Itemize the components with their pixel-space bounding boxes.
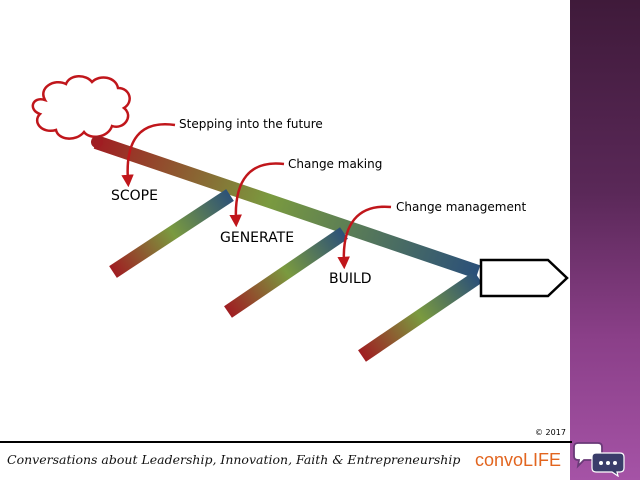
note-change-making: Change making — [288, 157, 383, 171]
stage-label-scope: SCOPE — [111, 188, 158, 204]
cloud-icon — [31, 75, 131, 140]
note-change-management: Change management — [396, 200, 527, 214]
copyright-text: © 2017 — [535, 428, 566, 437]
spine — [93, 135, 481, 279]
spine-cap — [91, 136, 103, 148]
footer-tagline: Conversations about Leadership, Innovati… — [7, 452, 461, 467]
pointer-arrow-scope — [121, 123, 176, 188]
rib-build — [358, 271, 482, 362]
stage-label-build: BUILD — [329, 271, 372, 287]
brand-name: convoLIFE — [475, 450, 562, 470]
rib-scope — [109, 189, 234, 278]
pointer-arrow-generate — [229, 162, 285, 228]
footer-divider — [0, 441, 572, 443]
note-stepping-into-the-future: Stepping into the future — [179, 117, 323, 131]
rib-generate — [224, 227, 348, 318]
pointer-arrow-build — [337, 205, 392, 270]
side-band — [570, 0, 640, 480]
arrow-outline-icon — [479, 258, 569, 298]
stage-label-generate: GENERATE — [220, 230, 295, 246]
chat-bubbles-icon — [573, 442, 625, 477]
